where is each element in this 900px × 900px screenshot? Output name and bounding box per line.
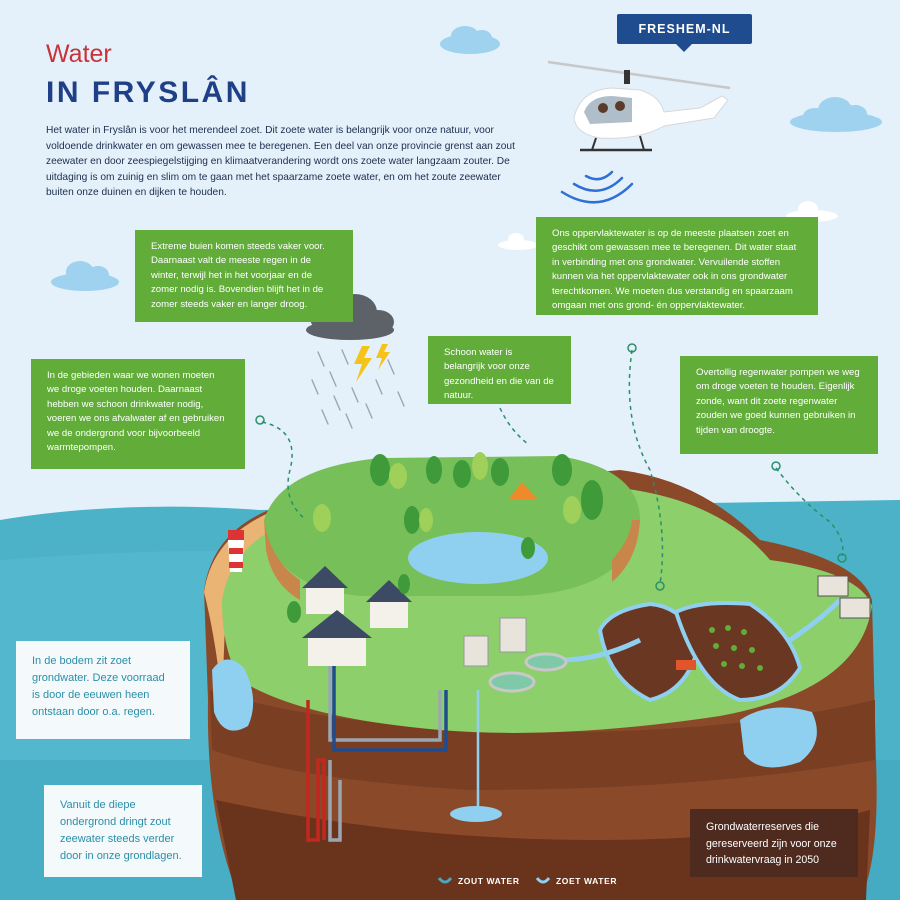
groundwater-reservoir: [450, 806, 502, 822]
houses: [302, 566, 412, 666]
right-pond: [740, 707, 817, 768]
salt-water-icon: [438, 877, 452, 884]
lighthouse: [228, 530, 244, 572]
left-pond: [212, 659, 254, 731]
cloud: [51, 26, 882, 291]
helicopter: [547, 60, 731, 152]
info-box-deep-salt: Vanuit de diepe ondergrond dringt zout z…: [44, 785, 202, 877]
info-box-clean-water: Schoon water is belangrijk voor onze gez…: [428, 336, 571, 404]
water-treatment-plant: [463, 617, 568, 693]
pumping-station: [817, 575, 871, 619]
legend-fresh-label: ZOET WATER: [556, 876, 618, 886]
legend-salt-label: ZOUT WATER: [458, 876, 520, 886]
info-box-rain: Extreme buien komen steeds vaker voor. D…: [135, 230, 353, 322]
info-box-living: In de gebieden waar we wonen moeten we d…: [31, 359, 245, 469]
fresh-water-icon: [536, 877, 550, 884]
legend-salt: ZOUT WATER: [438, 876, 520, 886]
trees: [287, 452, 603, 623]
intro-text: Het water in Fryslân is voor het merende…: [46, 125, 515, 199]
tent: [508, 482, 538, 500]
signal-waves: [560, 170, 634, 204]
page-subtitle: Water: [46, 40, 112, 68]
info-box-surface-water: Ons oppervlaktewater is op de meeste pla…: [536, 217, 818, 315]
info-box-reserves: Grondwaterreserves die gereserveerd zijn…: [690, 809, 858, 877]
lightning-icon: [354, 344, 390, 382]
freshem-badge: FRESHEM-NL: [617, 14, 752, 52]
beach: [204, 502, 300, 700]
connector-lines: [261, 349, 844, 585]
legend-fresh: ZOET WATER: [536, 876, 617, 886]
info-box-groundwater: In de bodem zit zoet grondwater. Deze vo…: [16, 641, 190, 739]
lake: [408, 532, 548, 584]
page-title: IN FRYSLÂN: [46, 76, 250, 109]
rain: [311, 349, 405, 429]
info-box-pumping: Overtollig regenwater pompen we weg om d…: [680, 356, 878, 454]
pipes: [306, 666, 480, 842]
